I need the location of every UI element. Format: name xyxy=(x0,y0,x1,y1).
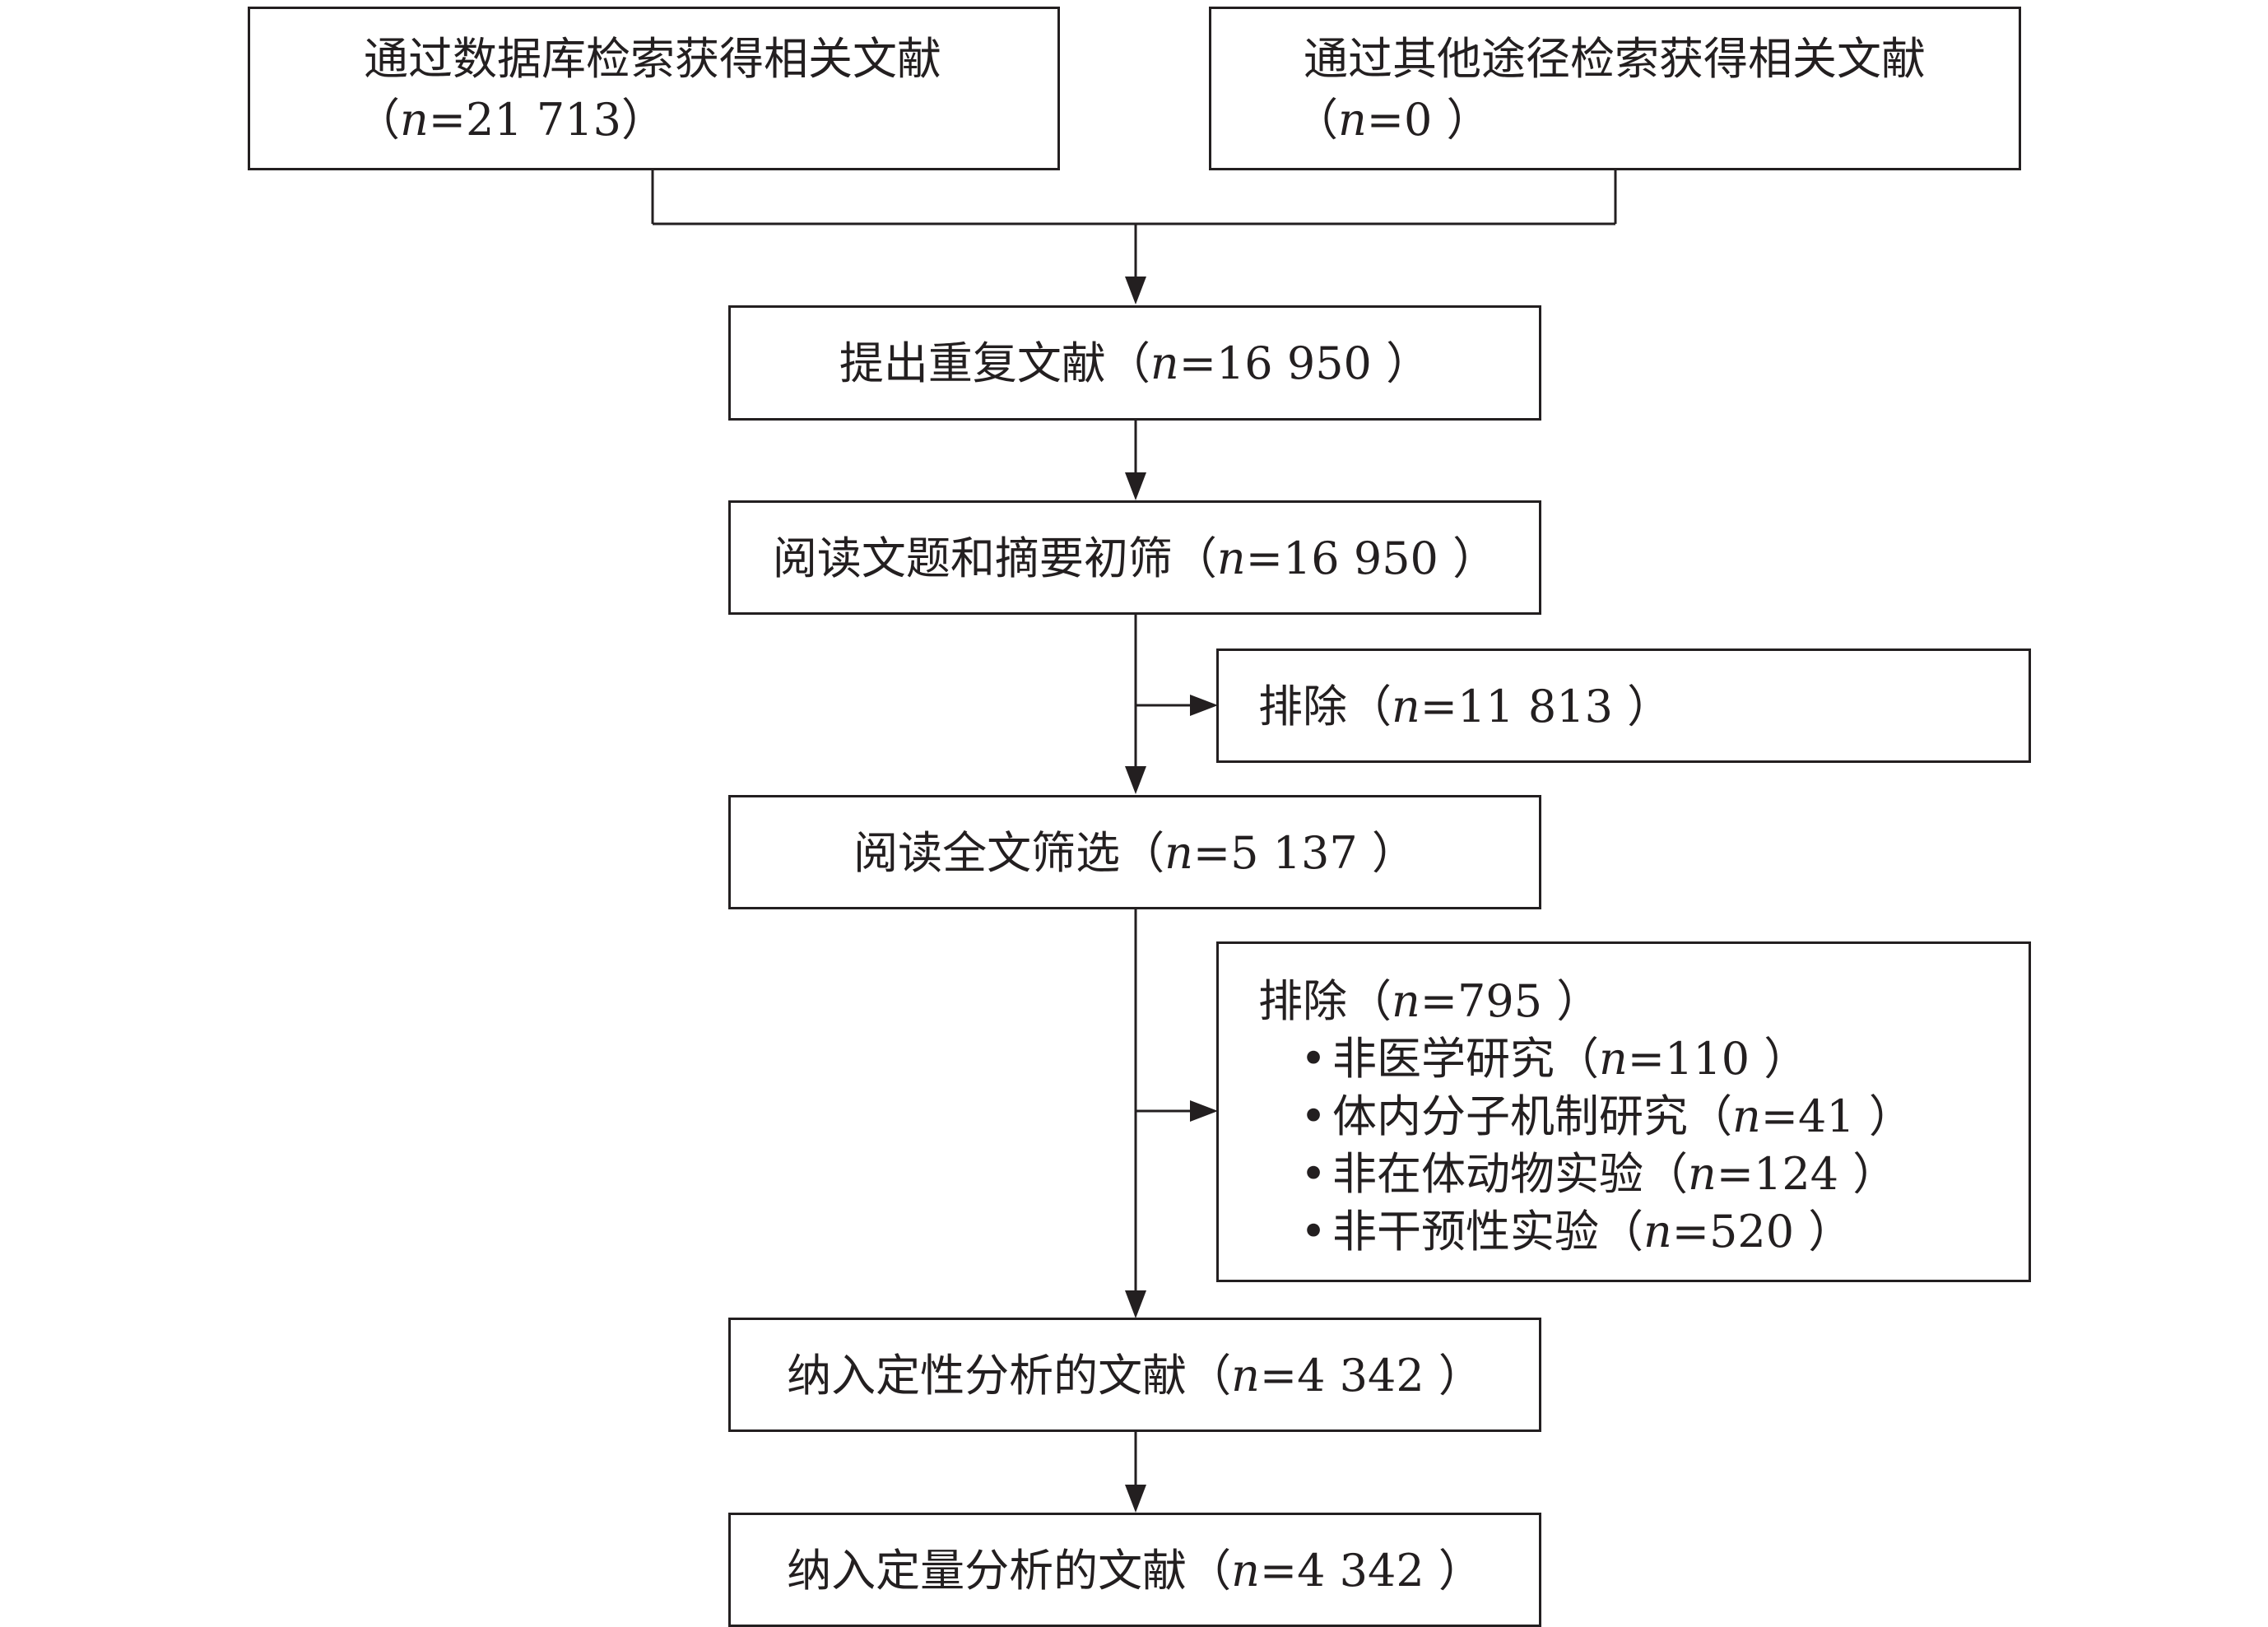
other-search-box: 通过其他途径检索获得相关文献 （n=0 ） xyxy=(1209,7,2021,170)
exclude2-item: •非医学研究（n=110 ） xyxy=(1294,1037,1808,1081)
dedup-label: 提出重复文献（n=16 950 ） xyxy=(839,337,1431,389)
arrowhead-to-fulltext xyxy=(1125,766,1146,794)
bullet-icon: • xyxy=(1300,1148,1327,1200)
arrowhead-to-exclude2 xyxy=(1190,1100,1218,1122)
exclude2-item: •体内分子机制研究（n=41 ） xyxy=(1294,1095,1913,1139)
dedup-box: 提出重复文献（n=16 950 ） xyxy=(728,305,1541,421)
db-search-label: 通过数据库检索获得相关文献 xyxy=(364,33,941,85)
bullet-icon: • xyxy=(1300,1090,1327,1142)
bullet-icon: • xyxy=(1300,1206,1327,1257)
other-search-label: 通过其他途径检索获得相关文献 xyxy=(1304,33,1926,85)
quantitative-box: 纳入定量分析的文献（n=4 342 ） xyxy=(728,1513,1541,1627)
other-search-count: （n=0 ） xyxy=(1294,94,1491,146)
exclude1-box: 排除（n=11 813 ） xyxy=(1216,648,2031,763)
arrowhead-to-qual xyxy=(1125,1290,1146,1318)
quantitative-label: 纳入定量分析的文献（n=4 342 ） xyxy=(787,1545,1483,1597)
exclude1-label: 排除（n=11 813 ） xyxy=(1258,681,1672,732)
qualitative-label: 纳入定性分析的文献（n=4 342 ） xyxy=(787,1350,1483,1402)
arrowhead-to-exclude1 xyxy=(1190,695,1218,716)
fulltext-box: 阅读全文筛选（n=5 137 ） xyxy=(728,795,1541,909)
db-search-count: （n=21 713） xyxy=(356,94,666,146)
exclude2-label: 排除（n=795 ） xyxy=(1258,975,1601,1027)
fulltext-label: 阅读全文筛选（n=5 137 ） xyxy=(853,827,1416,879)
exclude2-item: •非干预性实验（n=520 ） xyxy=(1294,1210,1852,1254)
exclude2-box: 排除（n=795 ） •非医学研究（n=110 ） •体内分子机制研究（n=41… xyxy=(1216,941,2031,1282)
db-search-box: 通过数据库检索获得相关文献 （n=21 713） xyxy=(248,7,1060,170)
title-abstract-box: 阅读文题和摘要初筛（n=16 950 ） xyxy=(728,500,1541,615)
qualitative-box: 纳入定性分析的文献（n=4 342 ） xyxy=(728,1318,1541,1432)
arrowhead-to-screen xyxy=(1125,472,1146,500)
arrowhead-to-quant xyxy=(1125,1485,1146,1513)
arrowhead-to-dedup xyxy=(1125,277,1146,304)
title-abstract-label: 阅读文题和摘要初筛（n=16 950 ） xyxy=(772,532,1498,584)
exclude2-item: •非在体动物实验（n=124 ） xyxy=(1294,1152,1897,1197)
bullet-icon: • xyxy=(1300,1033,1327,1085)
